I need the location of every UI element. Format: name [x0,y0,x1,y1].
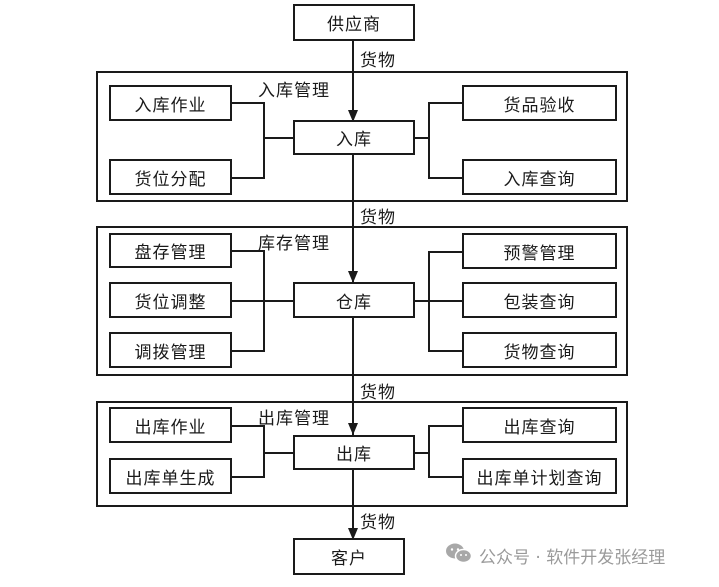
connector [428,425,430,478]
supplier-label: 供应商 [327,15,381,35]
connector [428,425,462,427]
arrow-down-icon [348,110,358,122]
node-label: 仓库 [336,292,372,313]
flow-label-3: 货物 [360,383,396,403]
connector [232,250,264,252]
inventory-left-node-3: 调拨管理 [109,332,232,368]
flow-label-1: 货物 [360,51,396,71]
connector [415,300,462,302]
wechat-icon [445,542,473,569]
inventory-right-node-1: 预警管理 [462,233,617,269]
flow-label-2: 货物 [360,208,396,228]
connector [263,102,265,179]
outbound-right-node-2: 出库单计划查询 [462,458,617,494]
watermark: 公众号 · 软件开发张经理 [445,542,665,569]
node-label: 出库单生成 [125,468,216,489]
node-label: 入库 [336,130,372,150]
connector [232,177,264,179]
node-label: 货品验收 [503,95,576,116]
node-label: 出库查询 [503,417,576,438]
arrow-down-icon [348,271,358,283]
connector [232,102,264,104]
customer-label: 客户 [331,549,367,569]
outbound-left-node-2: 出库单生成 [109,458,232,494]
supplier-node: 供应商 [293,4,415,41]
flow-label-4: 货物 [360,513,396,533]
node-label: 出库 [336,445,372,465]
section-inventory-title: 库存管理 [258,234,330,254]
section-inventory [96,226,628,376]
node-label: 货物查询 [503,342,576,363]
node-label: 包装查询 [503,292,576,313]
node-label: 货位分配 [134,169,207,190]
connector [232,476,264,478]
connector [428,251,430,351]
inventory-right-node-2: 包装查询 [462,282,617,318]
node-label: 调拨管理 [134,342,207,363]
section-outbound [96,401,628,507]
customer-node: 客户 [293,538,405,575]
node-label: 出库单计划查询 [476,468,603,489]
outbound-right-node-1: 出库查询 [462,407,617,443]
watermark-text: 公众号 · 软件开发张经理 [479,548,666,568]
outbound-left-node-1: 出库作业 [109,407,232,443]
connector [415,137,429,139]
connector [232,425,264,427]
arrow-down-icon [348,423,358,435]
inbound-right-node-2: 入库查询 [462,159,617,195]
connector [428,102,430,179]
inventory-center-node: 仓库 [293,282,415,318]
connector [428,251,462,253]
inventory-left-node-2: 货位调整 [109,282,232,318]
connector [263,452,293,454]
inbound-right-node-1: 货品验收 [462,85,617,121]
section-inbound [96,71,628,202]
connector [415,452,429,454]
connector [263,137,293,139]
inventory-left-node-1: 盘存管理 [109,233,232,268]
node-label: 入库作业 [134,95,207,116]
node-label: 预警管理 [503,243,576,264]
inbound-left-node-2: 货位分配 [109,159,232,195]
node-label: 盘存管理 [134,243,207,263]
connector [232,350,264,352]
section-outbound-title: 出库管理 [258,409,330,429]
inbound-left-node-1: 入库作业 [109,85,232,121]
connector [232,300,293,302]
section-inbound-title: 入库管理 [258,81,330,101]
connector [263,425,265,478]
arrow-down-icon [348,528,358,540]
inbound-center-node: 入库 [293,120,415,155]
connector [428,350,462,352]
connector [428,177,462,179]
connector [428,476,462,478]
node-label: 出库作业 [134,417,207,438]
outbound-center-node: 出库 [293,435,415,470]
node-label: 货位调整 [134,292,207,313]
node-label: 入库查询 [503,169,576,190]
connector [428,102,462,104]
inventory-right-node-3: 货物查询 [462,332,617,368]
